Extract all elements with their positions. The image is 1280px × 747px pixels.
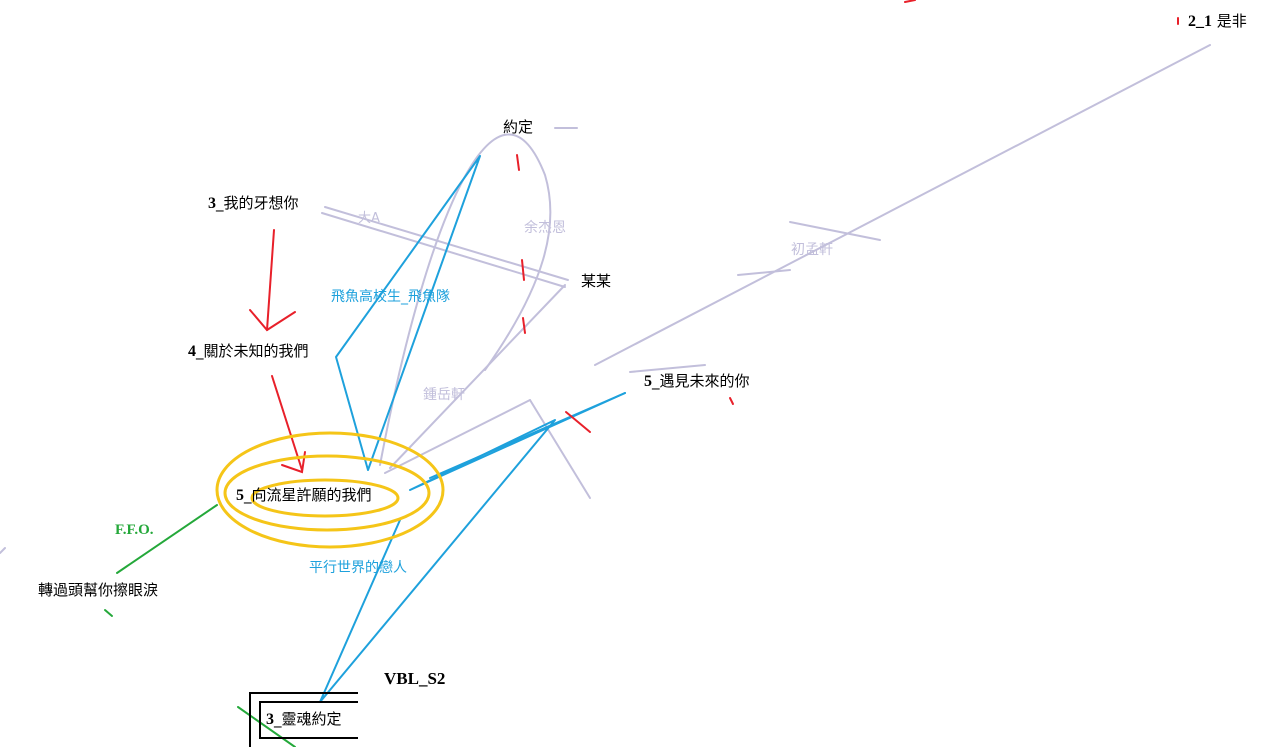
edge-label-ffo: F.F.O. [115,522,154,538]
node-5-wish-text: _向流星許願的我們 [244,486,372,504]
gold-ring-outer [215,431,445,549]
node-5-wish[interactable]: 5_向流星許願的我們 [236,488,372,504]
edge-ffo [116,504,218,574]
red-mark-5 [729,397,734,405]
edge-chumeng-tick [789,221,881,241]
edge-ffo-tail [104,609,113,617]
edge-dash-left [0,547,6,554]
edge-label-zhongyue: 鍾岳軒 [423,387,465,403]
arrow-4-to-5-shaft [271,375,303,471]
edge-wish-to-soul [429,392,626,479]
node-5-wish-num: 5 [236,487,244,504]
node-3-wo-text: _我的牙想你 [216,194,299,212]
red-mark-3 [522,317,526,334]
red-mark-1 [516,154,520,171]
edge-wish-mid [384,399,531,474]
edge-soul-diag [237,706,296,747]
node-yueding-text: 約定 [503,118,534,136]
node-zhuan[interactable]: 轉過頭幫你擦眼淚 [38,583,158,598]
red-mark-2 [521,259,525,281]
edge-wish-mid-b [529,399,591,499]
gold-ring-inner [250,478,400,518]
node-4-text: _關於未知的我們 [196,342,309,360]
soul-box-inner [259,701,358,739]
gold-ring-middle [223,454,431,532]
edge-chumeng-dash [737,269,791,276]
soul-box-outer [249,692,358,747]
node-zhuan-text: 轉過頭幫你擦眼淚 [38,581,159,599]
node-3-wo[interactable]: 3_我的牙想你 [208,196,299,212]
node-5-meet-text: _遇見未來的你 [652,372,750,390]
node-3-wo-num: 3 [208,195,216,212]
edge-label-xuyuen: 余杰恩 [524,220,566,236]
edge-label-small-a: 大A [358,211,380,226]
node-yueding[interactable]: 約定 [503,120,533,135]
node-moumou-text: 某某 [581,272,612,290]
node-2-1[interactable]: 2_1 是非 [1188,14,1247,30]
node-moumou[interactable]: 某某 [581,274,611,289]
red-mark-6 [904,0,916,3]
node-3-soul-num: 3 [266,711,274,728]
arrow-3-to-4-head [249,309,296,332]
node-vbl-text: VBL_S2 [384,669,446,688]
node-5-meet-num: 5 [644,373,652,390]
edge-moumou-down [389,284,566,469]
edge-curve-yueding [379,133,552,466]
edge-5meet-wish [319,392,626,703]
edge-3wo-moumou-a [324,206,569,281]
node-2-1-num: 2_1 [1188,13,1212,30]
node-4-num: 4 [188,343,196,360]
edge-label-chumeng: 初孟軒 [791,242,833,258]
red-mark-4 [565,411,591,433]
node-2-1-text: 是非 [1216,12,1247,30]
edge-label-pingxing: 平行世界的戀人 [309,560,407,576]
edge-5meet-tick [629,364,706,373]
node-5-meet[interactable]: 5_遇見未來的你 [644,374,750,390]
node-vbl[interactable]: VBL_S2 [384,670,445,687]
arrow-4-to-5-head [281,451,306,474]
node-3-soul[interactable]: 3_靈魂約定 [266,712,342,728]
edge-label-feiyu: 飛魚高校生_飛魚隊 [331,289,450,305]
node-4[interactable]: 4_關於未知的我們 [188,344,309,360]
edge-feiyu-arrow [335,155,481,471]
node-3-soul-text: _靈魂約定 [274,710,342,728]
arrow-3-to-4-shaft [266,229,275,331]
edge-2_1-long [594,44,1211,366]
edge-3wo-moumou-b [321,212,566,288]
